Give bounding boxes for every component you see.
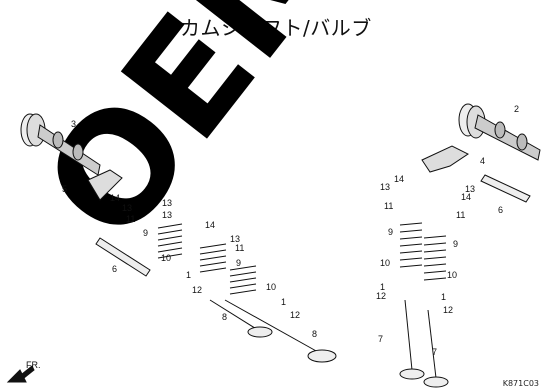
rocker-shaft-left [95, 237, 151, 277]
valve-right-1 [399, 299, 425, 380]
callout-13-a: 13 [162, 198, 172, 208]
callout-9-d: 9 [453, 239, 458, 249]
callout-11-b: 11 [235, 243, 244, 253]
callout-14-b: 14 [205, 220, 215, 230]
callout-1-c: 1 [380, 282, 385, 292]
callout-11-c: 11 [384, 201, 393, 211]
callout-5: 5 [62, 184, 67, 194]
valve-spring-group-left-2 [199, 243, 257, 295]
callout-8-right: 8 [312, 329, 317, 339]
callout-13-e: 13 [380, 182, 390, 192]
callout-13-f: 13 [465, 184, 475, 194]
callout-12-b: 12 [290, 310, 300, 320]
callout-14-d: 14 [461, 192, 471, 202]
callout-7-right: 7 [432, 347, 437, 357]
callout-labels: 2 3 4 5 6 6 7 7 8 8 9 9 9 9 10 10 10 10 … [62, 104, 519, 357]
callout-9-a: 9 [143, 228, 148, 238]
diagram-title: カムシャフト/バルブ [180, 16, 372, 40]
callout-10-d: 10 [447, 270, 457, 280]
callout-6-left: 6 [112, 264, 117, 274]
callout-9-b: 9 [236, 258, 241, 268]
watermark-text: OEM [11, 0, 382, 272]
valve-spring-group-right-2 [423, 235, 447, 281]
callout-10-c: 10 [380, 258, 390, 268]
diagram-code: K871C03 [502, 379, 539, 388]
valve-spring-group-right-1 [399, 222, 423, 268]
watermark: OEM [11, 0, 382, 272]
camshaft-left [20, 113, 101, 176]
callout-2: 2 [514, 104, 519, 114]
callout-8-left: 8 [222, 312, 227, 322]
valve-spring-group-left-1 [157, 223, 183, 259]
callout-9-c: 9 [388, 227, 393, 237]
callout-1-d: 1 [441, 292, 446, 302]
callout-12-d: 12 [443, 305, 453, 315]
valve-right-2 [423, 309, 449, 388]
callout-12-a: 12 [192, 285, 202, 295]
callout-10-a: 10 [161, 253, 171, 263]
callout-14-a: 14 [110, 193, 120, 203]
callout-14-c: 14 [394, 174, 404, 184]
front-arrow-icon [6, 365, 35, 383]
callout-10-b: 10 [266, 282, 276, 292]
callout-12-c: 12 [376, 291, 386, 301]
valve-left-1 [224, 299, 337, 363]
callout-13-b: 13 [162, 210, 172, 220]
rocker-arm-right [421, 145, 469, 173]
rocker-arm-left [87, 169, 123, 201]
callout-4: 4 [480, 156, 485, 166]
callout-3: 3 [71, 119, 76, 129]
callout-6-right: 6 [498, 205, 503, 215]
callout-11-d: 11 [456, 210, 465, 220]
valve-left-2 [209, 299, 273, 338]
callout-11-a: 11 [126, 214, 135, 224]
rocker-shaft-right [480, 174, 531, 203]
front-label: FR. [26, 360, 41, 370]
callout-7-left: 7 [378, 334, 383, 344]
callout-1-b: 1 [281, 297, 286, 307]
camshaft-right [458, 103, 541, 161]
callout-1-a: 1 [186, 270, 191, 280]
callout-13-d: 13 [230, 234, 240, 244]
callout-13-c: 13 [122, 203, 132, 213]
